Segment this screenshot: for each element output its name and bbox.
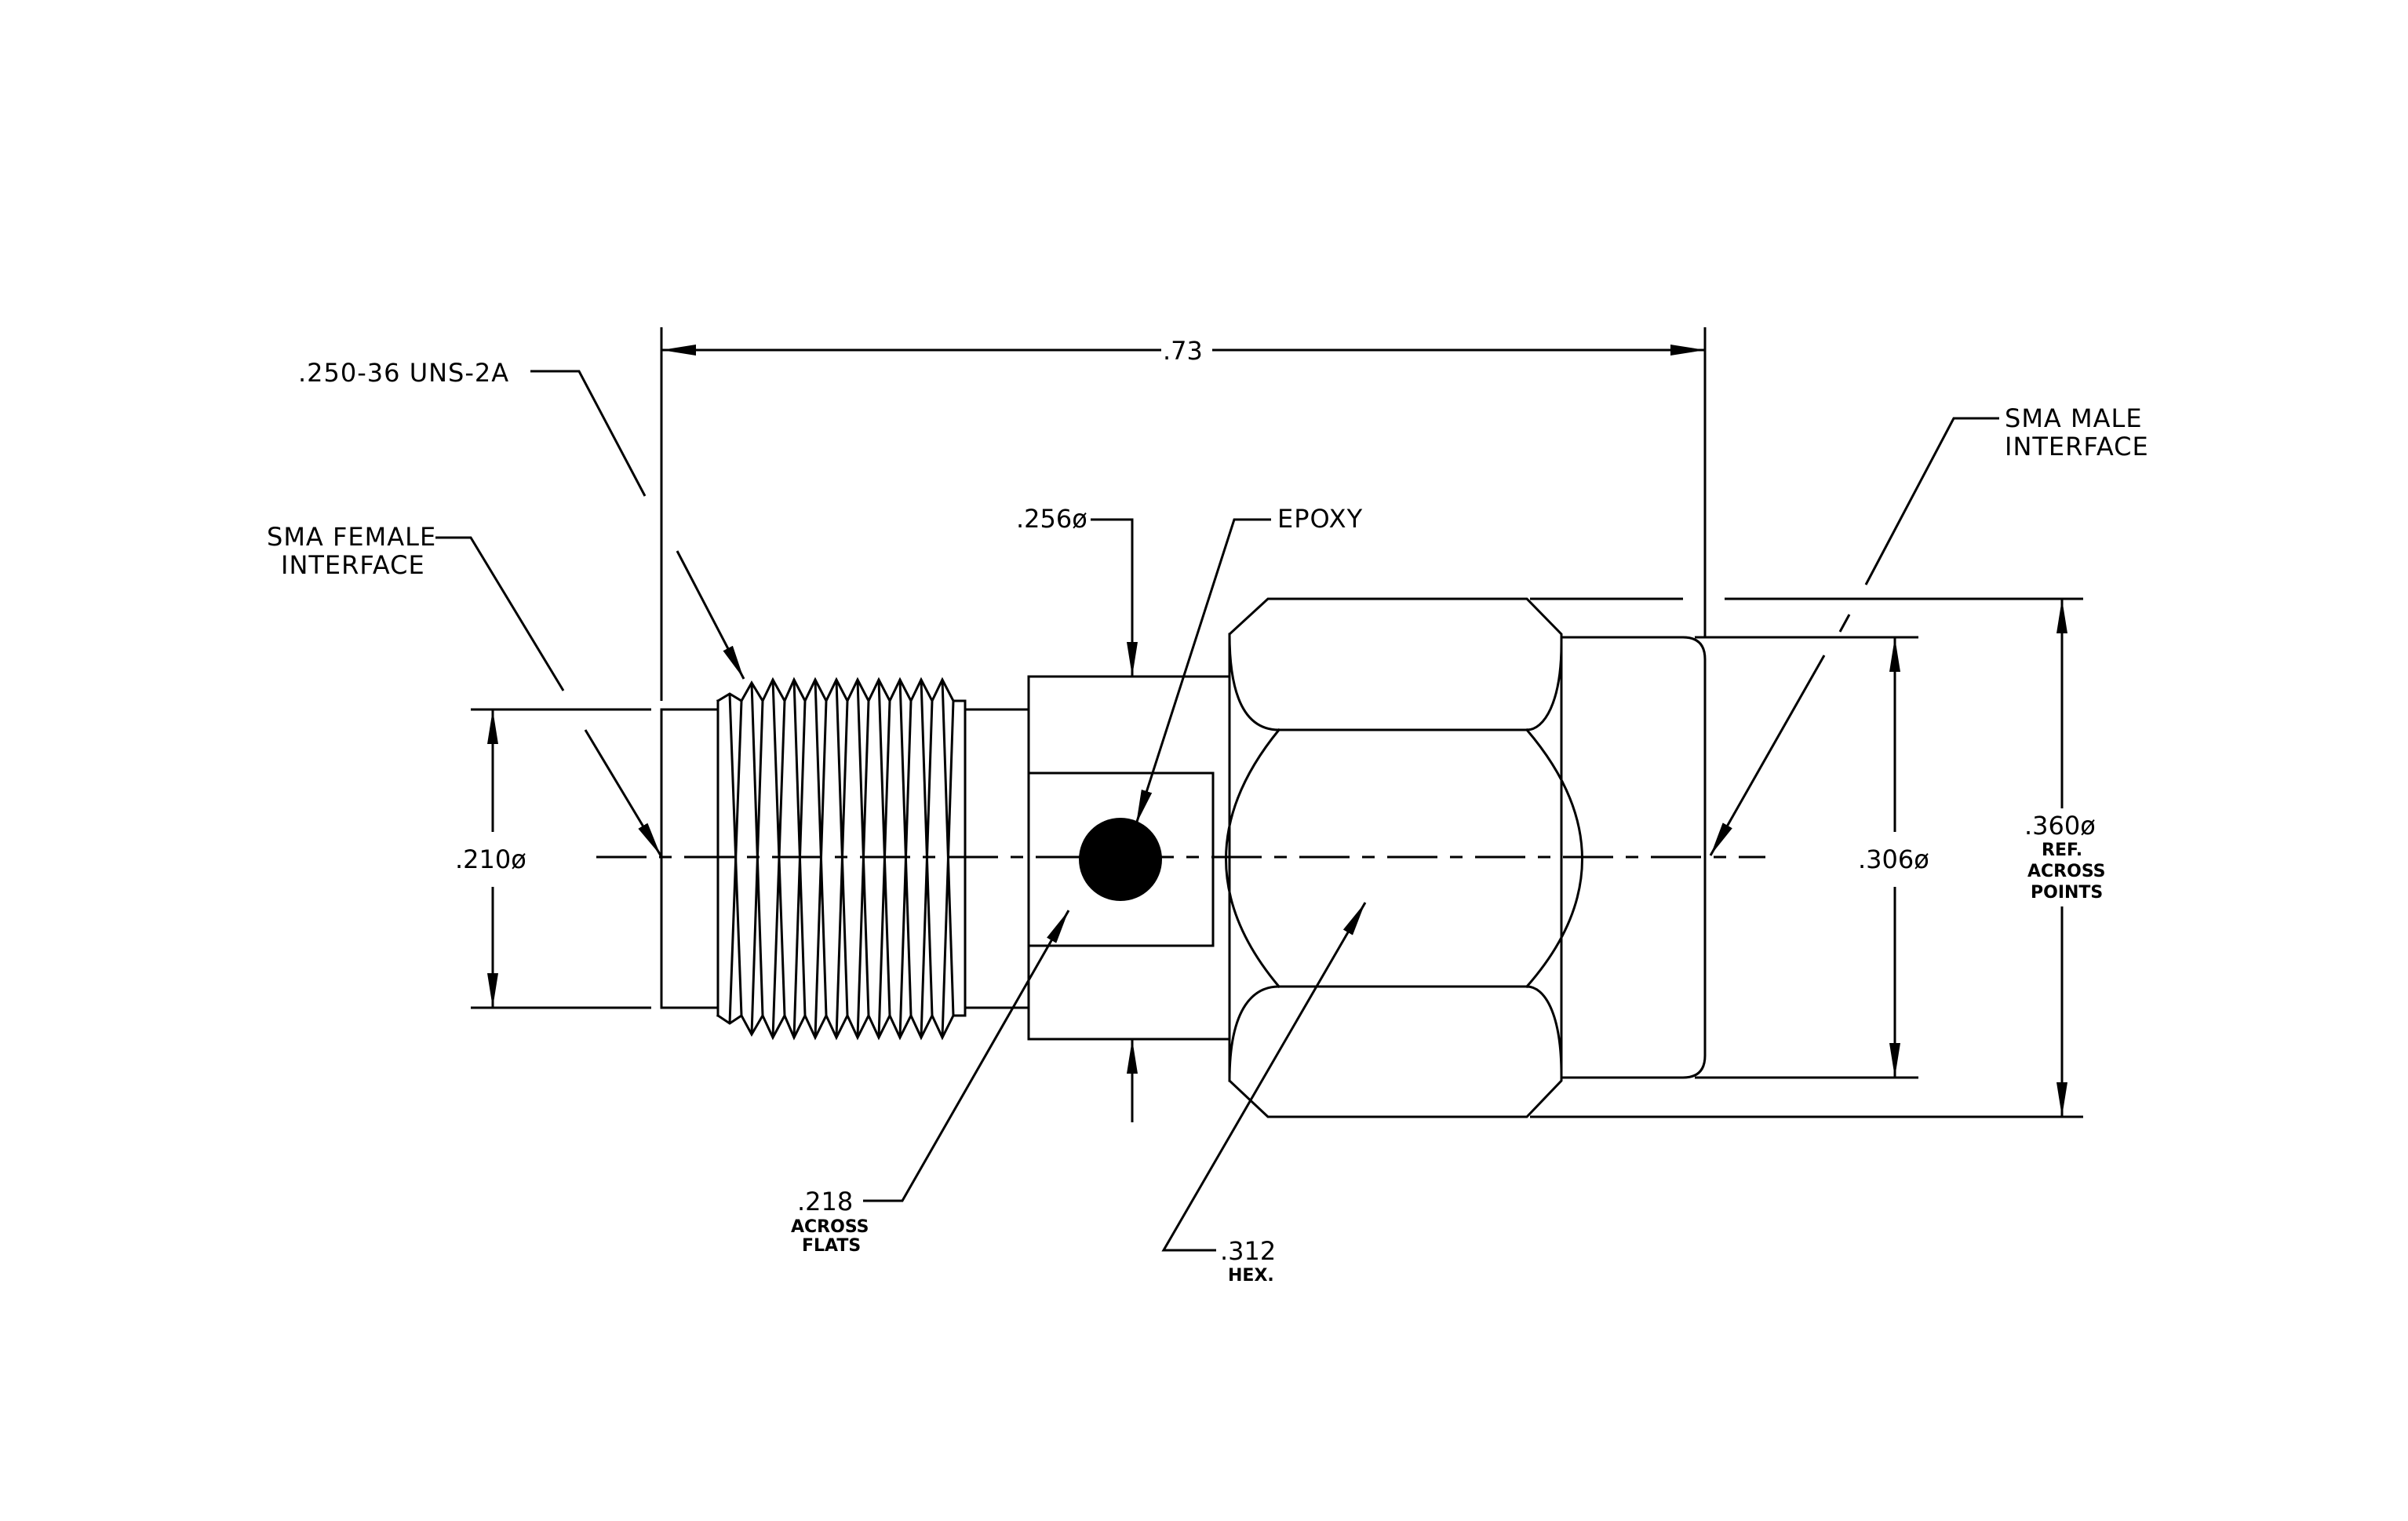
male-label-line1: SMA MALE — [2005, 403, 2143, 433]
dim-306 — [1695, 636, 1918, 1079]
dim-360-sub3: POINTS — [2031, 883, 2103, 903]
flats-sub2: FLATS — [802, 1236, 861, 1256]
hex-nut — [1225, 597, 1583, 1118]
dim-360 — [1530, 597, 2083, 1118]
female-leader — [435, 536, 662, 856]
dim-210 — [471, 708, 651, 1009]
epoxy-leader — [1135, 518, 1271, 825]
dim-256-label: .256ø — [1016, 504, 1087, 534]
female-label-line2: INTERFACE — [281, 550, 425, 580]
flats-value: .218 — [797, 1187, 853, 1216]
epoxy-label: EPOXY — [1277, 504, 1363, 534]
male-label-line2: INTERFACE — [2005, 432, 2149, 461]
dim-256 — [1091, 518, 1138, 1122]
dim-360-label: .360ø — [2024, 811, 2096, 841]
dim-length-label: .73 — [1163, 336, 1203, 366]
male-interface-body — [1560, 636, 1707, 1079]
dim-306-label: .306ø — [1858, 844, 1929, 874]
dim-360-sub2: ACROSS — [2027, 862, 2106, 881]
flats-leader — [863, 910, 1070, 1202]
male-leader — [1709, 417, 1999, 856]
threaded-section — [716, 677, 1030, 1041]
flats-sub1: ACROSS — [791, 1217, 869, 1237]
hex-leader — [1161, 902, 1367, 1252]
hex-value: .312 — [1220, 1236, 1276, 1266]
hex-sub: HEX. — [1228, 1266, 1274, 1286]
dim-length — [660, 327, 1707, 701]
thread-leader — [530, 370, 745, 680]
female-interface-body — [660, 708, 719, 1009]
thread-label: .250-36 UNS-2A — [298, 358, 509, 388]
dim-360-sub1: REF. — [2042, 841, 2082, 860]
female-label-line1: SMA FEMALE — [267, 522, 436, 552]
dim-210-label: .210ø — [455, 844, 526, 874]
epoxy-dot — [1079, 818, 1162, 901]
